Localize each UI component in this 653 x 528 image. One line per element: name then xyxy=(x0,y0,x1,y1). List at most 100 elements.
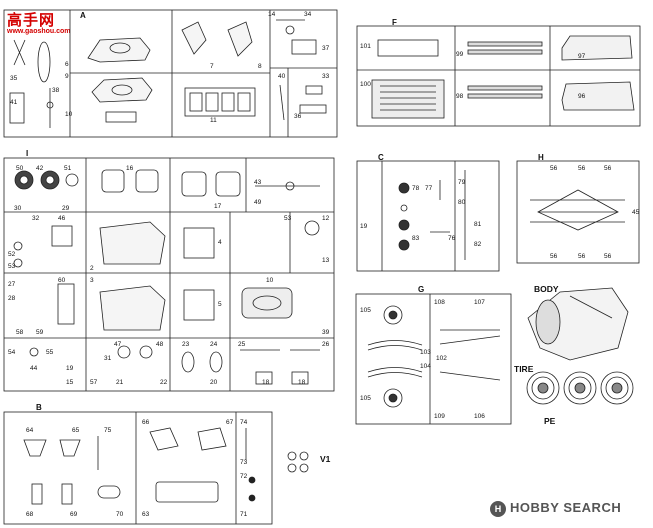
part-number: 59 xyxy=(36,329,44,336)
part-number: 9 xyxy=(65,73,69,80)
part-number: 107 xyxy=(474,299,485,306)
part-number: 18 xyxy=(262,379,270,386)
part-number: 25 xyxy=(238,341,246,348)
part-number: 74 xyxy=(240,419,248,426)
frame-a-part-numbers: 35 6 9 7 8 14 34 37 33 40 11 36 38 10 41 xyxy=(10,11,330,124)
part-number: 56 xyxy=(578,253,586,260)
part-number: 24 xyxy=(210,341,218,348)
frame-letter-b: B xyxy=(36,403,42,412)
part-number: 48 xyxy=(156,341,164,348)
frame-letter-a: A xyxy=(80,11,86,20)
part-number: 56 xyxy=(604,165,612,172)
part-number: 22 xyxy=(160,379,168,386)
part-number: 20 xyxy=(210,379,218,386)
part-number: 73 xyxy=(240,459,248,466)
frame-i-part-numbers: 50 42 51 16 30 29 32 46 52 53 12 13 43 4… xyxy=(8,165,330,386)
frame-b-part-numbers: 64 65 75 66 67 74 73 72 68 69 70 63 71 xyxy=(26,419,248,518)
part-number: 102 xyxy=(436,355,447,362)
part-number: 56 xyxy=(578,165,586,172)
part-number: 26 xyxy=(322,341,330,348)
part-number: 82 xyxy=(474,241,482,248)
part-number: 63 xyxy=(142,511,150,518)
part-number: 58 xyxy=(16,329,24,336)
part-number: 97 xyxy=(578,53,586,60)
label-tire: TIRE xyxy=(514,364,534,374)
part-number: 5 xyxy=(218,301,222,308)
part-number: 105 xyxy=(360,307,371,314)
part-number: 55 xyxy=(46,349,54,356)
part-number: 64 xyxy=(26,427,34,434)
sprue-frame-i xyxy=(3,157,335,392)
part-number: 7 xyxy=(210,63,214,70)
part-number: 83 xyxy=(412,235,420,242)
frame-letter-h: H xyxy=(538,153,544,162)
part-number: 106 xyxy=(474,413,485,420)
sprue-frame-a xyxy=(3,9,338,138)
part-number: 49 xyxy=(254,199,262,206)
part-number: 8 xyxy=(258,63,262,70)
part-number: 57 xyxy=(90,379,98,386)
watermark-site-url: www.gaoshou.com xyxy=(7,28,71,35)
vinyl-body-part xyxy=(527,287,629,361)
part-number: 72 xyxy=(240,473,248,480)
part-number: 80 xyxy=(458,199,466,206)
part-number: 108 xyxy=(434,299,445,306)
part-number: 38 xyxy=(52,87,60,94)
part-number: 105 xyxy=(360,395,371,402)
part-number: 96 xyxy=(578,93,586,100)
part-number: 21 xyxy=(116,379,124,386)
part-number: 54 xyxy=(8,349,16,356)
part-number: 14 xyxy=(268,11,276,18)
frame-letter-f: F xyxy=(392,18,397,27)
part-number: 81 xyxy=(474,221,482,228)
part-number: 65 xyxy=(72,427,80,434)
part-number: 23 xyxy=(182,341,190,348)
label-v1: V1 xyxy=(320,454,331,464)
part-number: 29 xyxy=(62,205,70,212)
part-number: 16 xyxy=(126,165,134,172)
part-number: 39 xyxy=(322,329,330,336)
part-number: 44 xyxy=(30,365,38,372)
label-body: BODY xyxy=(534,284,559,294)
part-number: 43 xyxy=(254,179,262,186)
part-number: 2 xyxy=(90,265,94,272)
part-number: 33 xyxy=(322,73,330,80)
watermark-hobby-search: H HOBBY SEARCH xyxy=(490,497,650,521)
frame-letter-i: I xyxy=(26,149,28,158)
part-number: 99 xyxy=(456,51,464,58)
hobby-search-logo-icon: H xyxy=(490,501,506,517)
frame-f-part-numbers: 101 99 97 100 98 96 xyxy=(360,43,586,100)
part-number: 19 xyxy=(66,365,74,372)
part-number: 27 xyxy=(8,281,16,288)
part-number: 109 xyxy=(434,413,445,420)
part-number: 78 xyxy=(412,185,420,192)
part-number: 52 xyxy=(8,251,16,258)
part-number: 28 xyxy=(8,295,16,302)
part-number: 36 xyxy=(294,113,302,120)
sprue-frame-h xyxy=(516,160,640,264)
part-number: 56 xyxy=(604,253,612,260)
part-number: 79 xyxy=(458,179,466,186)
part-number: 6 xyxy=(65,61,69,68)
part-number: 56 xyxy=(550,165,558,172)
part-number: 30 xyxy=(14,205,22,212)
part-number: 47 xyxy=(114,341,122,348)
frame-letter-g: G xyxy=(418,285,424,294)
sprue-frame-f xyxy=(356,25,641,127)
part-number: 46 xyxy=(58,215,66,222)
part-number: 103 xyxy=(420,349,431,356)
part-number: 104 xyxy=(420,363,431,370)
part-number: 17 xyxy=(214,203,222,210)
part-number: 40 xyxy=(278,73,286,80)
watermark-site-title: 高手网 xyxy=(7,11,56,29)
part-number: 19 xyxy=(360,223,368,230)
part-number: 53 xyxy=(8,263,16,270)
part-number: 13 xyxy=(322,257,330,264)
part-number: 66 xyxy=(142,419,150,426)
part-number: 76 xyxy=(448,235,456,242)
part-number: 67 xyxy=(226,419,234,426)
part-number: 75 xyxy=(104,427,112,434)
part-number: 15 xyxy=(66,379,74,386)
part-number: 41 xyxy=(10,99,18,106)
